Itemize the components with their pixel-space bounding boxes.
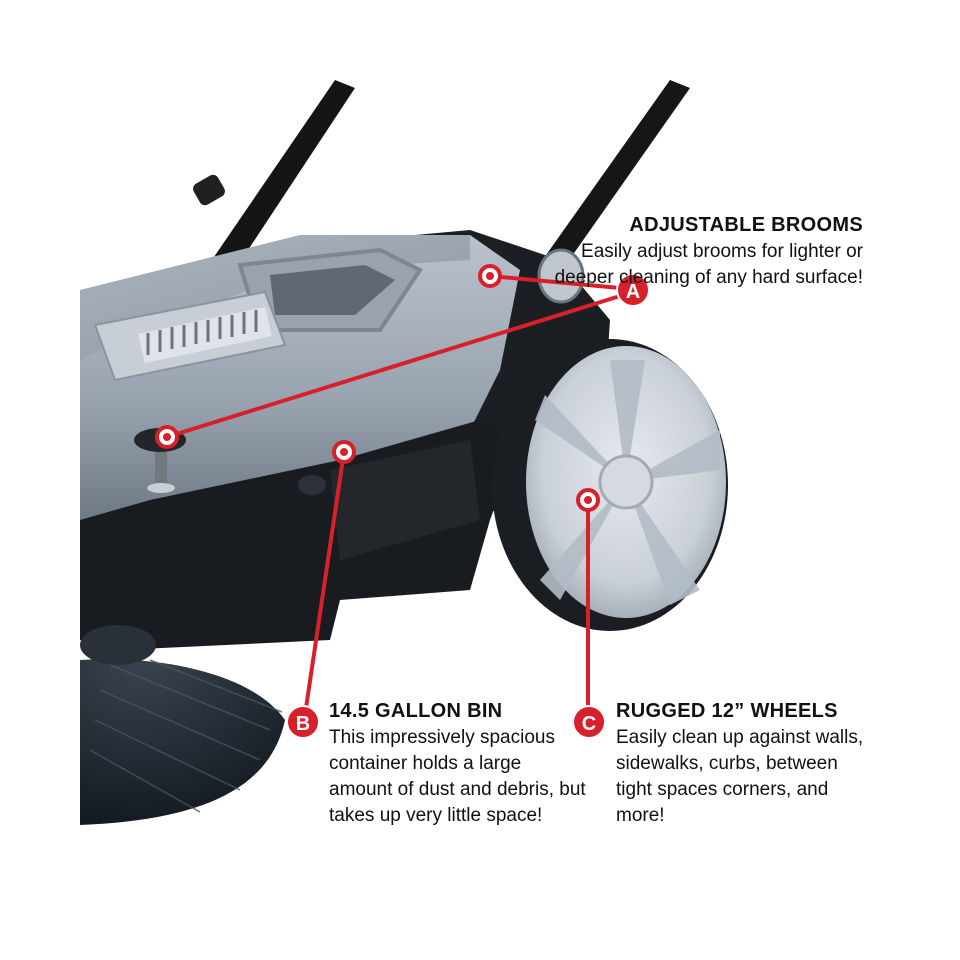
wheel bbox=[492, 339, 728, 631]
callout-a-title: ADJUSTABLE BROOMS bbox=[629, 214, 863, 236]
callout-line-a1 bbox=[489, 274, 621, 290]
callout-adjustable-brooms: ADJUSTABLE BROOMS Easily adjust brooms f… bbox=[533, 214, 863, 291]
vent-grille bbox=[93, 290, 287, 382]
callout-line-a2 bbox=[166, 294, 621, 439]
callout-c-body: Easily clean up against walls, sidewalks… bbox=[616, 727, 864, 826]
axle-cap bbox=[537, 248, 585, 304]
callout-b-body: This impressively spacious container hol… bbox=[329, 727, 586, 826]
marker-b-badge: B bbox=[286, 705, 320, 739]
callout-line-b bbox=[304, 451, 346, 709]
side-brush bbox=[80, 625, 285, 825]
handle-left bbox=[190, 80, 355, 300]
marker-c-badge: C bbox=[572, 705, 606, 739]
callout-a-body: Easily adjust brooms for lighter or deep… bbox=[554, 241, 863, 288]
callout-gallon-bin: 14.5 GALLON BIN This impressively spacio… bbox=[329, 700, 589, 829]
callout-rugged-wheels: RUGGED 12” WHEELS Easily clean up agains… bbox=[616, 700, 876, 829]
marker-a-badge: A bbox=[616, 273, 650, 307]
callout-c-title: RUGGED 12” WHEELS bbox=[616, 700, 838, 722]
callout-b-title: 14.5 GALLON BIN bbox=[329, 700, 503, 722]
